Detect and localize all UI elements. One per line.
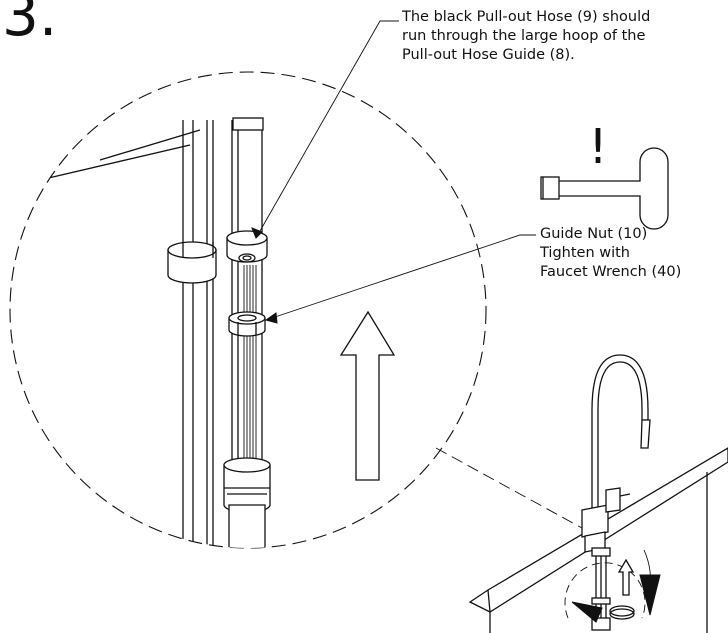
guide-nut — [228, 311, 266, 337]
down-arrow-icon — [639, 574, 661, 616]
detail-contents — [39, 117, 396, 548]
sink-faucet-overview — [435, 354, 728, 633]
step-number: 3. — [2, 0, 58, 49]
leader-lines — [251, 20, 536, 324]
hose-guide-hoop — [167, 241, 217, 284]
detail-circle-outline — [9, 71, 487, 549]
up-arrow-small-icon — [617, 558, 635, 596]
callout-nut-line-1: Guide Nut (10) — [540, 226, 648, 242]
up-arrow-icon — [339, 310, 396, 481]
wrench-icon — [540, 147, 669, 230]
callout-guide-nut: Guide Nut (10) Tighten with Faucet Wrenc… — [540, 225, 681, 282]
faucet-icon — [581, 354, 651, 553]
hose-collar-upper — [226, 230, 268, 263]
pull-out-hose — [231, 117, 264, 548]
faucet-shank — [182, 120, 214, 548]
callout-hose-line-2: run through the large hoop of the — [402, 28, 646, 44]
callout-hose-line-1: The black Pull-out Hose (9) should — [402, 9, 651, 25]
exclamation-icon: ! — [588, 119, 607, 175]
callout-nut-line-3: Faucet Wrench (40) — [540, 264, 682, 280]
callout-hose-line-3: Pull-out Hose Guide (8). — [402, 47, 575, 63]
callout-hose-guide: The black Pull-out Hose (9) should run t… — [402, 8, 650, 65]
detail-view — [9, 71, 487, 549]
callout-nut-line-2: Tighten with — [540, 245, 631, 261]
pointer-arrow-icon — [571, 601, 603, 623]
hose-coupling-lower — [223, 457, 271, 548]
